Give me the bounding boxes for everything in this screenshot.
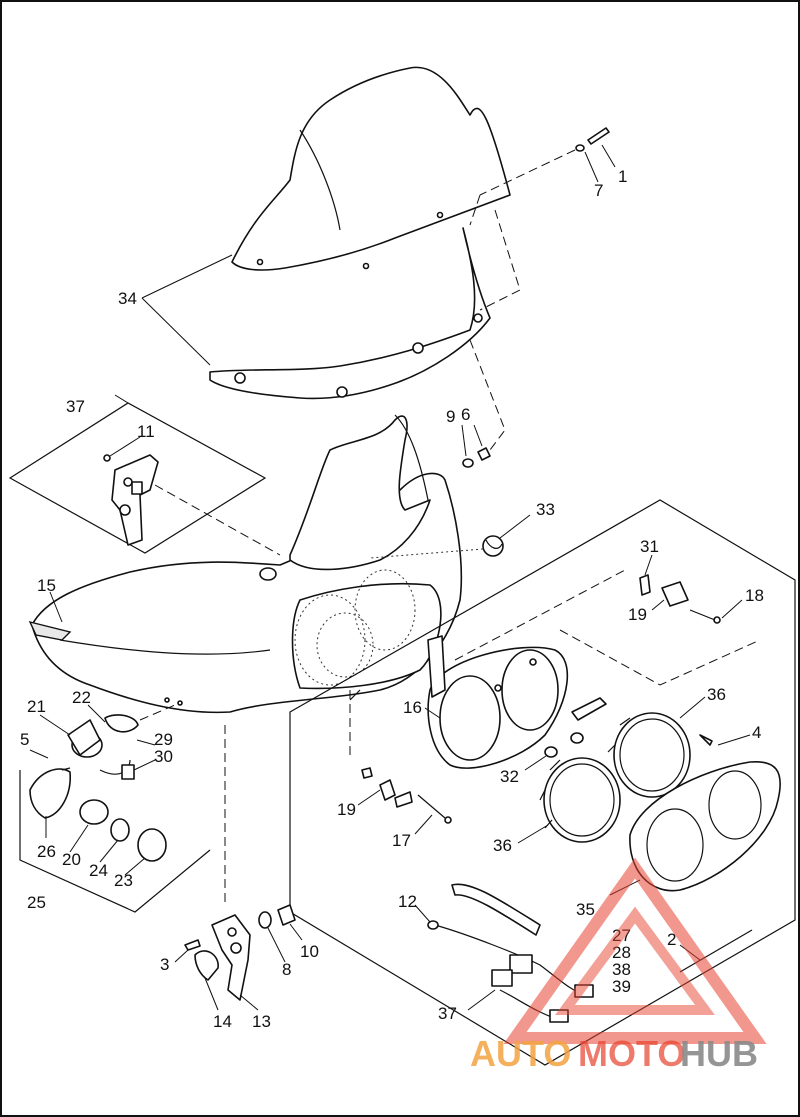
mount-bracket-part	[184, 904, 296, 1001]
callout-10: 10	[300, 942, 319, 961]
watermark-text-auto: AUTO	[470, 1033, 571, 1074]
callout-18: 18	[745, 586, 764, 605]
callout-22: 22	[72, 688, 91, 707]
callout-37-lower: 37	[438, 1004, 457, 1023]
screw-part	[575, 127, 610, 152]
callout-6: 6	[461, 405, 470, 424]
assembly-line	[369, 548, 484, 559]
callout-25: 25	[27, 893, 46, 912]
callout-labels: 1 2 3 4 5 6 7 8 9 10 11 12 13 14 15 16 1…	[20, 167, 764, 1031]
assembly-line	[469, 339, 506, 451]
callout-31: 31	[640, 537, 659, 556]
callout-11: 11	[137, 422, 155, 441]
turn-signal-part	[29, 714, 167, 862]
callout-7: 7	[594, 181, 603, 200]
callout-9: 9	[446, 407, 455, 426]
headlamp-bezel-part	[427, 646, 569, 769]
assembly-line	[154, 484, 281, 556]
callout-20: 20	[62, 850, 81, 869]
callout-35: 35	[576, 900, 595, 919]
callout-12: 12	[398, 892, 417, 911]
trim-ring-part	[629, 760, 781, 892]
callout-30: 30	[154, 747, 173, 766]
small-hardware-part	[361, 574, 721, 824]
watermark-text-moto: MOTO	[578, 1033, 685, 1074]
headlamp-part	[607, 712, 691, 798]
callout-13: 13	[252, 1012, 271, 1031]
callout-1: 1	[618, 167, 627, 186]
callout-36-lower: 36	[493, 836, 512, 855]
callout-26: 26	[37, 842, 56, 861]
callout-37-upper: 37	[66, 397, 85, 416]
callout-4: 4	[752, 723, 761, 742]
callout-34: 34	[118, 289, 137, 308]
fairing-part	[28, 414, 463, 714]
callout-15: 15	[37, 576, 56, 595]
callout-39: 39	[612, 977, 631, 996]
callout-19-lower: 19	[337, 800, 356, 819]
callout-16: 16	[403, 698, 422, 717]
callout-5: 5	[20, 730, 29, 749]
callout-8: 8	[282, 960, 291, 979]
nut-part	[462, 447, 491, 468]
watermark-text-hub: HUB	[680, 1033, 758, 1074]
knob-part	[482, 535, 504, 557]
callout-32: 32	[500, 767, 519, 786]
callout-14: 14	[213, 1012, 232, 1031]
callout-2: 2	[667, 930, 676, 949]
callout-24: 24	[89, 861, 108, 880]
windshield-trim-part	[209, 227, 491, 400]
wiring-harness-part	[427, 883, 594, 1023]
inset-box-lower-left	[19, 770, 211, 913]
watermark-logo: AUTO MOTO HUB	[470, 857, 767, 1074]
leader-lines	[29, 144, 751, 1011]
bracket-part	[103, 454, 159, 546]
callout-36-upper: 36	[707, 685, 726, 704]
callout-38: 38	[612, 960, 631, 979]
inset-box-left	[8, 402, 267, 554]
assembly-line	[139, 704, 226, 905]
headlamp-part	[539, 757, 621, 843]
callout-17: 17	[392, 831, 411, 850]
assembly-line	[349, 569, 761, 760]
bracket-part	[427, 635, 446, 698]
rod-part	[679, 929, 753, 973]
callout-29: 29	[154, 730, 173, 749]
callout-19-upper: 19	[628, 605, 647, 624]
callout-23: 23	[114, 871, 133, 890]
callout-21: 21	[27, 697, 46, 716]
callout-3: 3	[160, 955, 169, 974]
windshield-part	[231, 66, 511, 271]
callout-33: 33	[536, 500, 555, 519]
assembly-line	[469, 149, 576, 311]
